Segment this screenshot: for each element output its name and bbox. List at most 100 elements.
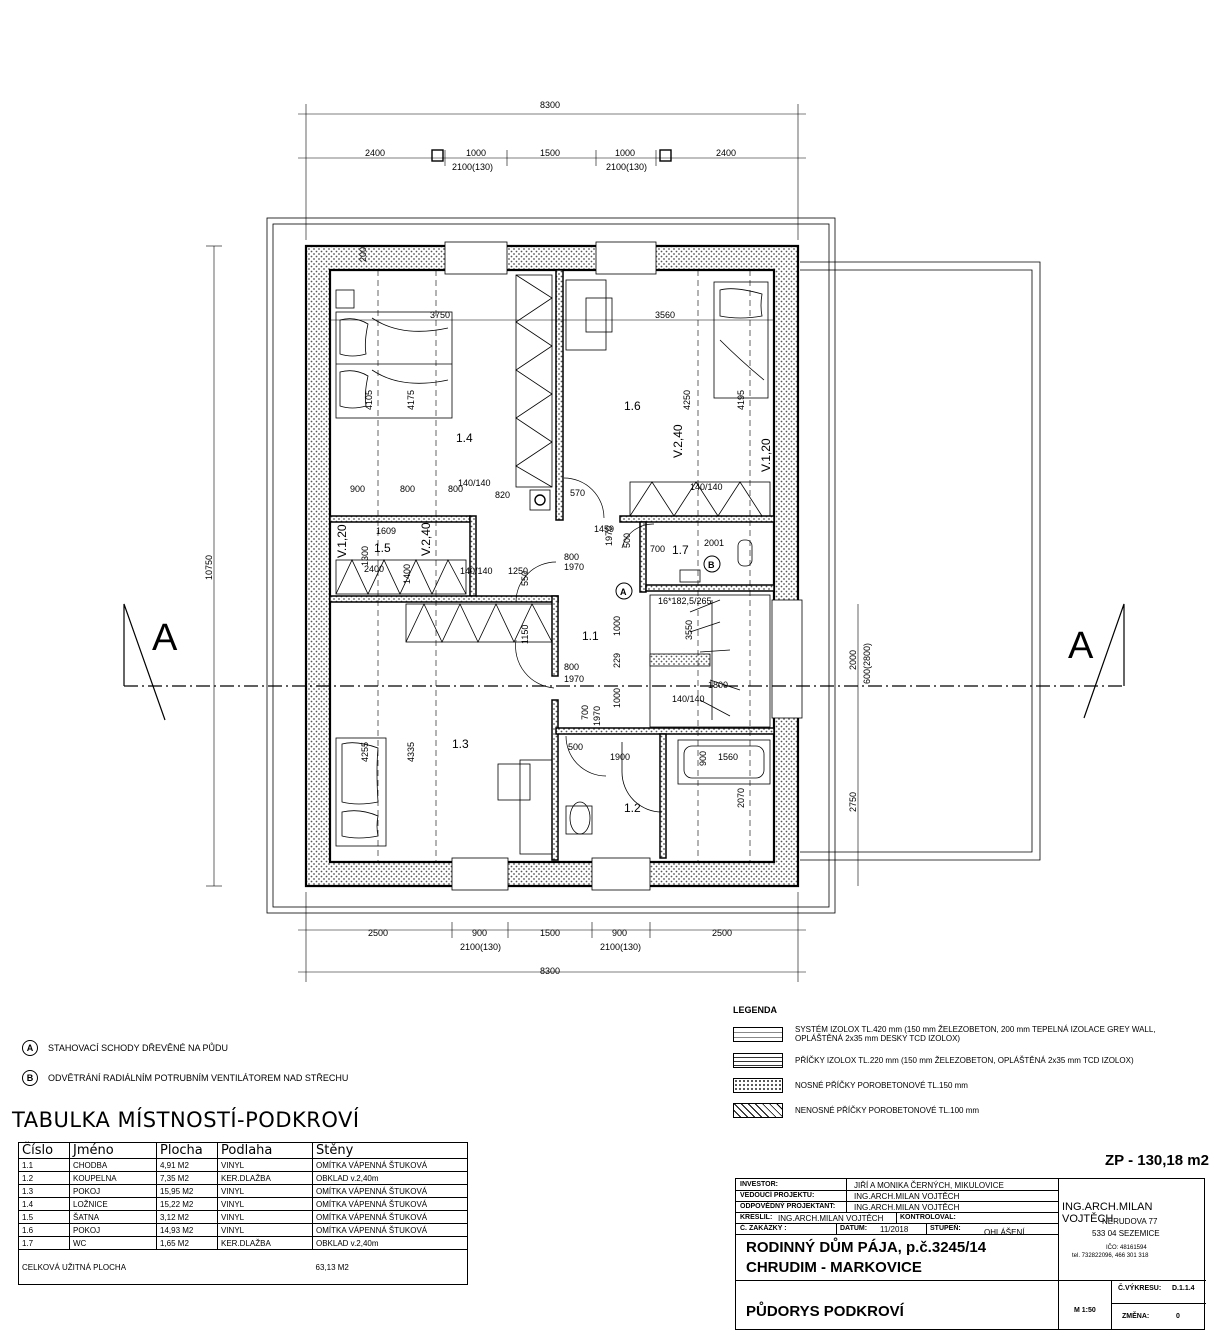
dim-int-44: 2001 — [704, 538, 724, 548]
dim-int-31: 500 — [568, 742, 583, 752]
cell: KER.DLAŽBA — [217, 1236, 313, 1250]
dim-int-28: 1000 — [612, 688, 622, 708]
vykres-value: D.1.1.4 — [1172, 1285, 1195, 1292]
vedouci-value: ING.ARCH.MILAN VOJTĚCH — [854, 1192, 960, 1201]
cell: POKOJ — [69, 1223, 157, 1237]
kreslil-label: KRESLIL: — [740, 1214, 773, 1221]
cell: OMÍTKA VÁPENNÁ ŠTUKOVÁ — [312, 1223, 468, 1237]
dim-int-16: 1250 — [508, 566, 528, 576]
cell: OMÍTKA VÁPENNÁ ŠTUKOVÁ — [312, 1158, 468, 1172]
cell: LOŽNICE — [69, 1197, 157, 1211]
door-swings — [515, 477, 655, 777]
room-1-2: 1.2 — [624, 801, 641, 815]
desk-13 — [497, 759, 553, 855]
dim-int-20: 550 — [520, 571, 530, 586]
exterior-wall — [304, 241, 803, 891]
roof-outline — [266, 217, 1041, 914]
dim-int-4: 4250 — [682, 390, 692, 410]
cell: CHODBA — [69, 1158, 157, 1172]
cell: 1.5 — [18, 1210, 70, 1224]
col-podlaha: Podlaha — [217, 1142, 313, 1159]
firm-street: NERUDOVA 77 — [1102, 1217, 1158, 1226]
vedouci-label: VEDOUCÍ PROJEKTU: — [740, 1192, 815, 1199]
dim-right-lower: 2750 — [848, 792, 858, 812]
legend-item: NOSNÉ PŘÍČKY POROBETONOVÉ TL.150 mm — [733, 1078, 1193, 1093]
dim-int-21: 1150 — [520, 625, 530, 644]
cell: 1.6 — [18, 1223, 70, 1237]
dim-int-19: 1459 — [594, 524, 614, 534]
legend-text: SYSTÉM IZOLOX TL.420 mm (150 mm ŽELEZOBE… — [795, 1025, 1156, 1043]
legend-swatch-izolox420 — [733, 1026, 783, 1042]
note-a-marker: A — [22, 1040, 38, 1056]
cell: VINYL — [217, 1223, 313, 1237]
stupen-value: OHLÁŠENÍ — [984, 1228, 1025, 1237]
dim-bottom-window-2: 2100(130) — [600, 942, 641, 952]
dim-int-18: 1970 — [564, 562, 584, 572]
dimension-lines — [206, 104, 859, 982]
dim-int-12: 1609 — [376, 526, 396, 536]
section-line — [123, 603, 1125, 721]
dim-int-1: 3560 — [655, 310, 675, 320]
col-cislo: Číslo — [18, 1142, 70, 1159]
room-height-16b: V.1,20 — [759, 438, 773, 472]
cell: 1.3 — [18, 1184, 70, 1198]
cell: VINYL — [217, 1158, 313, 1172]
cell: 1.2 — [18, 1171, 70, 1185]
dim-int-35: 2070 — [736, 788, 746, 808]
cell: 3,12 M2 — [156, 1210, 218, 1224]
room-table-header: Číslo Jméno Plocha Podlaha Stěny — [18, 1142, 468, 1159]
dim-int-39: 140/140 — [672, 694, 705, 704]
odpovedny-value: ING.ARCH.MILAN VOJTĚCH — [854, 1203, 960, 1212]
room-1-3: 1.3 — [452, 737, 469, 751]
note-a-text: STAHOVACÍ SCHODY DŘEVĚNÉ NA PŮDU — [48, 1043, 229, 1053]
dim-int-26: 1970 — [564, 674, 584, 684]
chimney-flue — [529, 489, 551, 511]
cell: 15,22 M2 — [156, 1197, 218, 1211]
dim-int-27: 229 — [612, 653, 622, 668]
dim-bottom-3: 1500 — [540, 928, 560, 938]
dim-int-3: 4175 — [406, 390, 416, 410]
dim-int-7: 800 — [400, 484, 415, 494]
kontroloval-label: KONTROLOVAL: — [900, 1214, 956, 1221]
note-b-text: ODVĚTRÁNÍ RADIÁLNÍM POTRUBNÍM VENTILÁTOR… — [48, 1073, 349, 1083]
dim-top-window-1: 2100(130) — [452, 162, 493, 172]
legend: LEGENDA SYSTÉM IZOLOX TL.420 mm (150 mm … — [733, 1005, 1193, 1128]
dim-int-45: 140/140 — [690, 482, 723, 492]
dim-int-17: 800 — [564, 552, 579, 562]
dim-left-height: 10750 — [204, 555, 214, 580]
cell: OMÍTKA VÁPENNÁ ŠTUKOVÁ — [312, 1210, 468, 1224]
note-a: A STAHOVACÍ SCHODY DŘEVĚNÉ NA PŮDU — [22, 1040, 228, 1056]
dim-int-14: 2400 — [364, 564, 384, 574]
dim-bottom-window-1: 2100(130) — [460, 942, 501, 952]
cell: VINYL — [217, 1197, 313, 1211]
dim-int-37: 4335 — [406, 742, 416, 762]
zmena-value: 0 — [1176, 1313, 1180, 1320]
dim-int-8: 800 — [448, 484, 463, 494]
dim-bottom-4: 900 — [612, 928, 627, 938]
cell: 1.1 — [18, 1158, 70, 1172]
dim-int-29: 700 — [580, 705, 590, 720]
dim-int-33: 900 — [698, 751, 708, 766]
datum-value: 11/2018 — [880, 1225, 909, 1234]
vykres-label: Č.VÝKRESU: — [1118, 1285, 1162, 1292]
cell: OBKLAD v.2,40m — [312, 1171, 468, 1185]
dim-top-3: 1500 — [540, 148, 560, 158]
dim-int-10: 820 — [495, 490, 510, 500]
legend-text: PŘÍČKY IZOLOX TL.220 mm (150 mm ŽELEZOBE… — [795, 1056, 1134, 1065]
dim-int-22: 16*182,5/265 — [658, 596, 712, 606]
dim-int-38: 200 — [358, 247, 368, 262]
dim-int-30: 1970 — [592, 706, 602, 726]
col-plocha: Plocha — [156, 1142, 218, 1159]
dim-bottom-5: 2500 — [712, 928, 732, 938]
dim-top-5: 2400 — [716, 148, 736, 158]
note-b-marker: B — [22, 1070, 38, 1086]
firm-city: 533 04 SEZEMICE — [1092, 1229, 1160, 1238]
dim-int-43: 700 — [650, 544, 665, 554]
cell: 14,93 M2 — [156, 1223, 218, 1237]
legend-swatch-nenosne — [733, 1103, 783, 1118]
cell: OMÍTKA VÁPENNÁ ŠTUKOVÁ — [312, 1197, 468, 1211]
